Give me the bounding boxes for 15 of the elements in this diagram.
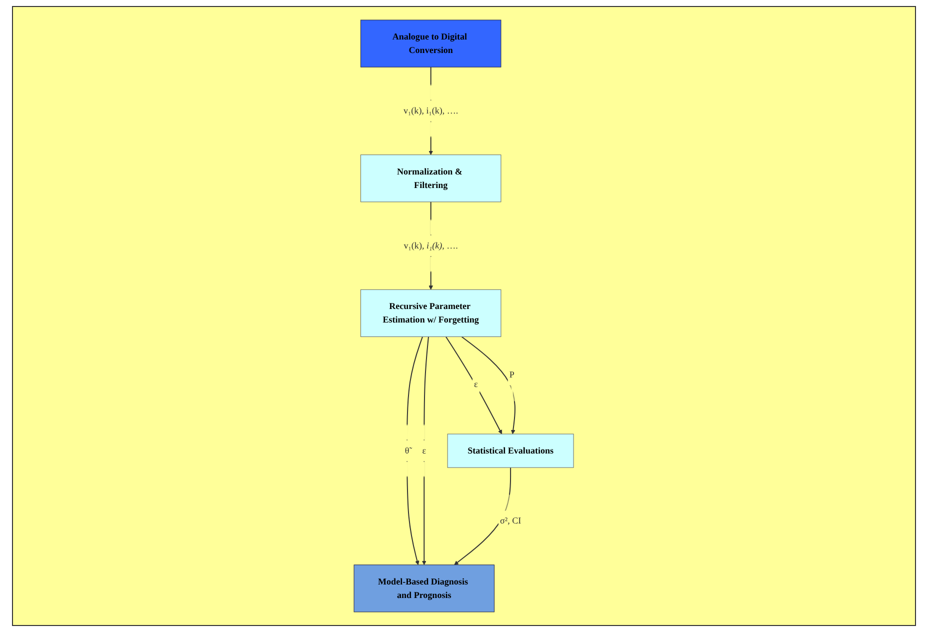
node-box: Recursive Parameter Estimation w/ Forgetting <box>360 289 502 337</box>
edge-label: P <box>510 370 515 380</box>
node-box: Statistical Evaluations <box>448 434 574 468</box>
edge-label: ε <box>422 446 426 456</box>
node-box: Model-Based Diagnosis and Prognosis <box>354 564 495 612</box>
edge-label: v₁(k), i₁(k), …. <box>404 240 458 251</box>
edge-label: v₁(k), i₁(k), …. <box>404 106 458 116</box>
arrow <box>406 336 424 566</box>
edge-label: θ̃ <box>405 446 410 456</box>
edge-label: σ², CI <box>500 516 522 526</box>
node-box: Analogue to Digital Conversion <box>360 20 502 68</box>
node-box: Normalization & Filtering <box>360 154 502 202</box>
edge-label: ε <box>474 379 478 390</box>
arrow <box>446 336 502 434</box>
arrow <box>454 467 512 566</box>
